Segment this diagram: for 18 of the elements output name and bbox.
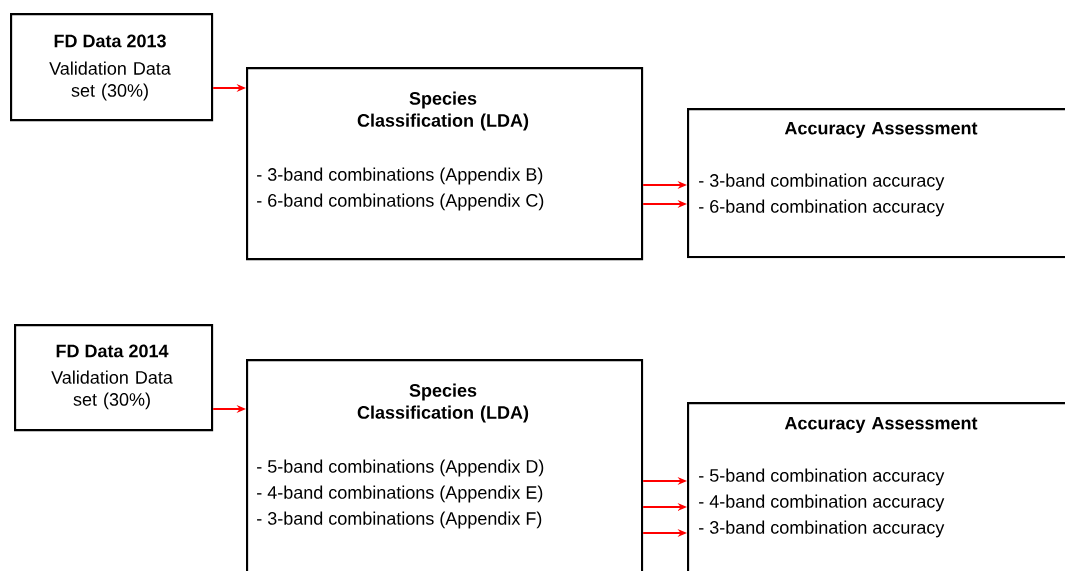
list-item: - 3-band combinations (Appendix B)	[257, 167, 543, 185]
list-item: - 3-band combination accuracy	[699, 520, 945, 538]
list-item: - 6-band combination accuracy	[699, 199, 945, 217]
list-item: - 4-band combinations (Appendix E)	[257, 485, 543, 503]
list-item: - 6-band combinations (Appendix C)	[257, 193, 544, 211]
box-heading: FD Data 2014	[56, 344, 169, 358]
list-item: - 5-band combination accuracy	[699, 468, 945, 486]
list-item: - 5-band combinations (Appendix D)	[257, 459, 544, 477]
list-item: - 3-band combinations (Appendix F)	[257, 511, 542, 529]
box-text: Validation Data set (30%)	[49, 61, 171, 101]
box-heading: Species Classification (LDA)	[357, 91, 529, 131]
box-heading: Species Classification (LDA)	[357, 383, 529, 423]
box-heading: FD Data 2013	[54, 34, 166, 48]
box-heading: Accuracy Assessment	[784, 416, 978, 434]
list-item: - 4-band combination accuracy	[699, 494, 945, 512]
box-heading: Accuracy Assessment	[784, 121, 978, 139]
list-item: - 3-band combination accuracy	[699, 173, 945, 191]
box-text: Validation Data set (30%)	[51, 370, 173, 410]
